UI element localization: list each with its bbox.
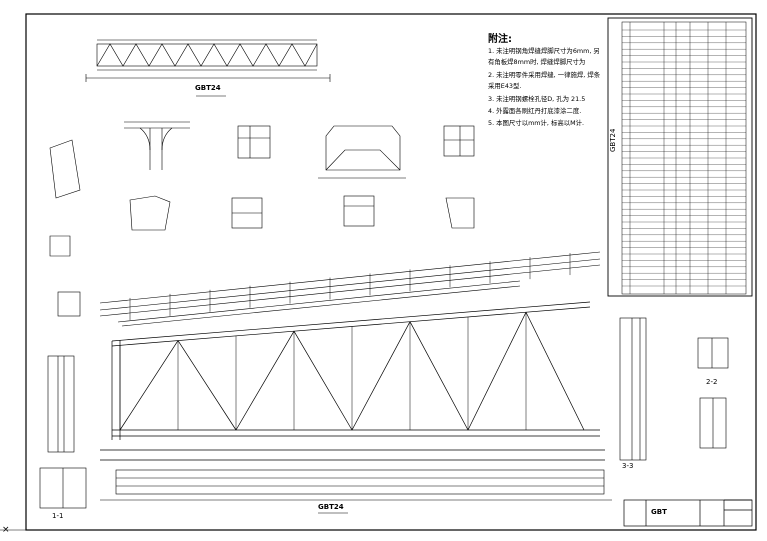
right-end-sections [619,317,729,461]
note-line-7: 5. 本图尺寸以mm计, 标高以M计. [488,119,585,127]
main-truss-label: GBT24 [318,503,344,511]
top-chord-view [99,251,601,327]
detail-sections [49,121,475,257]
top-truss-elevation [85,39,331,82]
section-3-label: 3-3 [622,462,634,470]
note-line-3: 2. 未注明零件采用焊缝, 一律施焊, 焊条 [488,71,601,79]
note-line-6: 4. 外露面各刷红丹打底漆涂二度. [488,107,582,115]
material-table [607,17,753,297]
title-block-label: GBT [651,508,667,516]
note-line-4: 采用E43型. [488,82,522,90]
notes-title: 附注: [488,34,512,45]
note-line-2: 有角板焊8mm时, 焊缝焊脚尺寸为 [488,58,586,66]
section-1-label: 1-1 [52,512,64,520]
svg-text:×: × [2,525,10,535]
main-truss-elevation [100,301,605,461]
top-truss-label: GBT24 [195,84,221,92]
title-block [623,499,753,527]
note-line-1: 1. 未注明钢角焊缝焊脚尺寸为6mm, 另 [488,47,600,55]
left-end-section [39,291,87,509]
sheet-border [25,13,757,531]
section-2-label: 2-2 [706,378,718,386]
note-line-5: 3. 未注明钢螺栓孔径D, 孔为 21.5 [488,95,586,103]
table-side-label: GBT24 [609,128,617,152]
bottom-chord-plan [100,469,612,501]
